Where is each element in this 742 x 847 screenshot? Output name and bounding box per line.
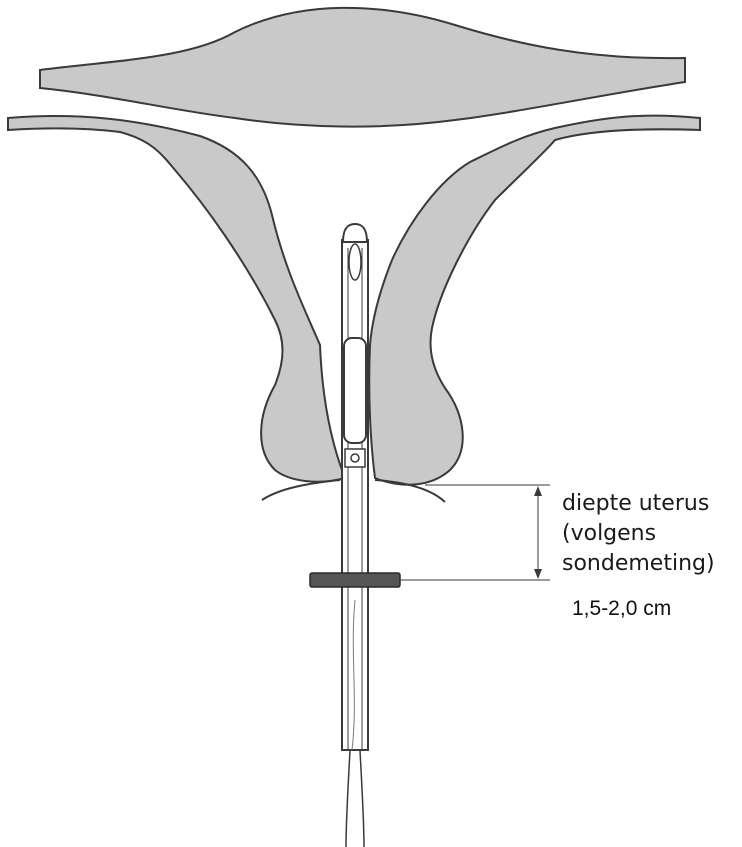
- dimension-arrow-down: [534, 569, 542, 579]
- iud-tip: [343, 224, 367, 242]
- thread-right: [360, 750, 364, 847]
- dimension-arrow-up: [534, 486, 542, 496]
- depth-label-line1: diepte uterus: [562, 491, 709, 516]
- left-uterine-wall: [8, 116, 345, 482]
- upper-organ: [40, 8, 685, 127]
- left-cervix-curve: [262, 480, 340, 500]
- right-uterine-wall: [369, 116, 700, 485]
- iud-ring-housing: [345, 449, 365, 467]
- depth-label-line2: (volgens: [562, 521, 656, 546]
- depth-flange: [310, 573, 400, 587]
- iud-capsule: [344, 338, 366, 443]
- thread-left: [346, 750, 350, 847]
- depth-label-line3: sondemeting): [562, 551, 715, 576]
- measurement-label: 1,5-2,0 cm: [572, 597, 671, 620]
- inserter-tube: [342, 240, 368, 750]
